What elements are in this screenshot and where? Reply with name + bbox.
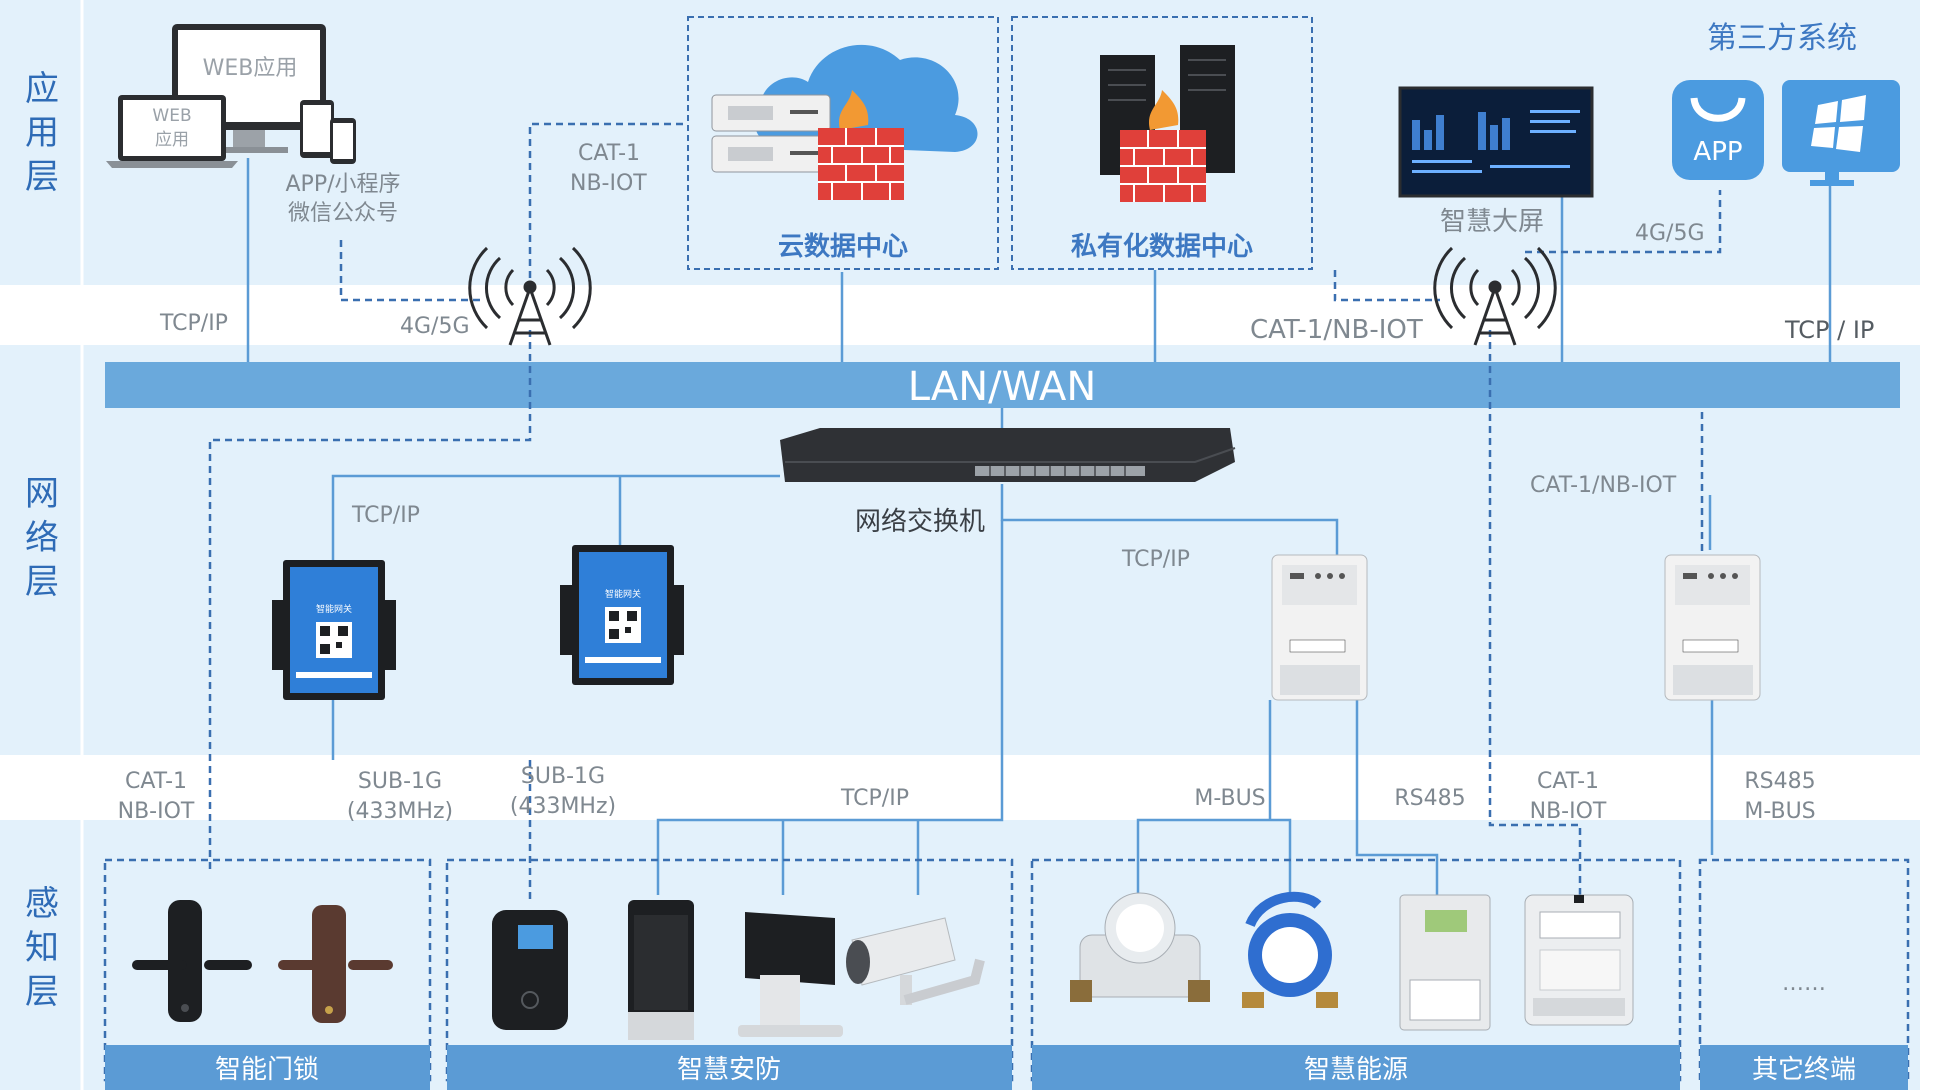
tcpip-left-label: TCP/IP [159, 311, 228, 336]
4g5g-right-label: 4G/5G [1635, 221, 1705, 246]
gateway-title: 智能网关 [316, 603, 352, 615]
cat1-nbiot-right-label: CAT-1/NB-IOT [1250, 315, 1423, 345]
4g5g-left-label: 4G/5G [400, 314, 470, 339]
laptop-icon [106, 95, 238, 168]
group-box-smart-security [445, 858, 1014, 1082]
cat1-top-line1: CAT-1 [578, 141, 640, 166]
rail-meter-icon [1524, 894, 1634, 1026]
face-recognition-terminal-icon [628, 900, 694, 1040]
tcpip-right-label: TCP / IP [1784, 316, 1874, 344]
electric-meter-icon [1399, 894, 1491, 1031]
lan-wan-label: LAN/WAN [908, 364, 1097, 410]
firewall-icon [818, 90, 904, 200]
private-dc-label: 私有化数据中心 [1071, 232, 1253, 262]
solid-links [246, 158, 1832, 895]
web-app-small-line1: WEB [152, 106, 191, 126]
sub1g-b-line2: (433MHz) [510, 794, 616, 819]
group-bar-smart-security [447, 1045, 1012, 1090]
pos-terminal-icon [738, 912, 843, 1037]
gateway-title: 智能网关 [605, 588, 641, 600]
mbus-label: M-BUS [1194, 786, 1265, 811]
smart-meter-a [1271, 554, 1368, 701]
app-icon-label: APP [1693, 137, 1742, 167]
smart-meter-b [1664, 554, 1761, 701]
cat1-lock-line1: CAT-1 [125, 769, 187, 794]
access-card-reader-icon [492, 910, 568, 1030]
cat1-top-line2: NB-IOT [570, 171, 647, 196]
signal-tower-icon [468, 246, 592, 346]
cloud-dc-box [687, 16, 999, 270]
cat1-energy-line2: NB-IOT [1530, 799, 1607, 824]
group-bar-other [1700, 1045, 1908, 1090]
layer-label-network: 网络层 [25, 474, 59, 602]
smart-gateway-b: 智能网关 [560, 545, 684, 685]
tower-server-icon [1100, 45, 1235, 175]
rs485-mbus-line2: M-BUS [1744, 799, 1815, 824]
tcpip-meter-label: TCP/IP [1121, 547, 1190, 572]
lan-wan-bar [105, 362, 1900, 408]
sub1g-b-line1: SUB-1G [521, 764, 605, 789]
group-box-smart-lock [103, 858, 432, 1082]
cat1-lock-line2: NB-IOT [118, 799, 195, 824]
rs485-label: RS485 [1394, 786, 1465, 811]
private-dc-box [1011, 16, 1313, 270]
web-app-small-line2: 应用 [155, 130, 189, 150]
layer-label-application: 应用层 [25, 69, 59, 197]
sub1g-a-line1: SUB-1G [358, 769, 442, 794]
network-switch-icon [780, 428, 1236, 482]
group-bar-smart-energy [1032, 1045, 1680, 1090]
tcpip-security-label: TCP/IP [840, 786, 909, 811]
rs485-mbus-line1: RS485 [1744, 769, 1815, 794]
water-meter-blue-icon [1242, 891, 1338, 1008]
cat1-energy-line1: CAT-1 [1537, 769, 1599, 794]
group-label-smart-security: 智慧安防 [677, 1055, 781, 1085]
cloud-dc-label: 云数据中心 [778, 232, 908, 262]
door-lock-black-icon [132, 900, 252, 1022]
other-ellipsis: …… [1782, 971, 1826, 996]
group-label-other: 其它终端 [1752, 1055, 1856, 1085]
switch-label: 网络交换机 [855, 507, 985, 537]
third-party-title: 第三方系统 [1707, 21, 1857, 56]
windows-icon [1782, 80, 1900, 186]
surveillance-camera-icon [846, 917, 985, 1005]
tcpip-gateway-label: TCP/IP [351, 503, 420, 528]
spacer-band-2 [0, 755, 1920, 820]
layer-label-perception: 感知层 [25, 884, 59, 1012]
group-bar-smart-lock [105, 1045, 430, 1090]
server-icon [711, 94, 831, 173]
app-mini-line2: 微信公众号 [288, 201, 398, 226]
sub1g-a-line2: (433MHz) [347, 799, 453, 824]
smart-gateway-a: 智能网关 [272, 560, 396, 700]
firewall-icon [1120, 90, 1206, 202]
app-mini-line1: APP/小程序 [286, 172, 401, 197]
spacer-band-1 [0, 285, 1920, 345]
app-icon [1672, 80, 1764, 180]
water-meter-icon [1070, 892, 1210, 1002]
cat1-nbiot-meter2-label: CAT-1/NB-IOT [1530, 473, 1677, 498]
dashboard-screen-icon [1398, 86, 1594, 198]
signal-tower-icon [1433, 246, 1557, 346]
group-label-smart-lock: 智能门锁 [215, 1055, 319, 1085]
tablet-icon [300, 100, 356, 164]
group-label-smart-energy: 智慧能源 [1304, 1055, 1408, 1085]
dashed-links [208, 122, 1722, 900]
web-app-large-label: WEB应用 [203, 56, 298, 81]
door-lock-bronze-icon [278, 905, 393, 1023]
smart-screen-label: 智慧大屏 [1440, 207, 1544, 237]
